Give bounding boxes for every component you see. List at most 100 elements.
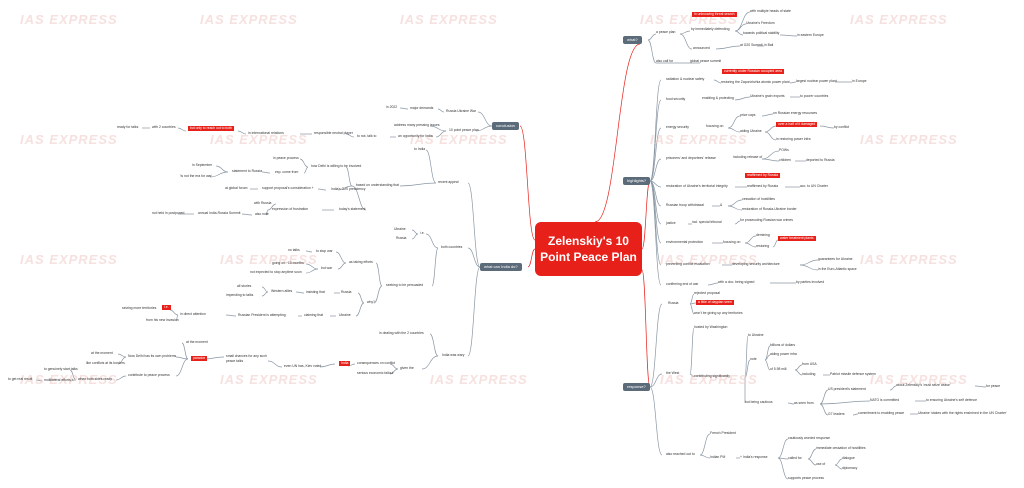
connector xyxy=(689,302,697,305)
node: diplomacy xyxy=(842,466,858,470)
node: a peace plan xyxy=(656,30,676,34)
node: India was wary xyxy=(442,353,465,357)
watermark: IAS EXPRESS xyxy=(400,12,498,27)
watermark: IAS EXPRESS xyxy=(20,372,118,387)
node: annual India-Russia Summit xyxy=(198,211,241,215)
node: 'is not the era for war' xyxy=(180,174,213,178)
branch-highlights[interactable]: highlights? xyxy=(623,177,651,185)
connector xyxy=(467,266,481,357)
watermark: IAS EXPRESS xyxy=(430,372,528,387)
node: serious economic fallout xyxy=(357,371,394,375)
node: given the xyxy=(400,366,414,370)
node: to poorer countries xyxy=(800,94,829,98)
node: when both sides ready xyxy=(78,377,112,381)
connector xyxy=(177,127,187,132)
node: by conflict xyxy=(834,125,850,129)
connector xyxy=(425,149,437,184)
connector xyxy=(241,213,253,216)
connector xyxy=(727,115,741,129)
node: also call for xyxy=(656,59,674,63)
connector xyxy=(519,125,536,241)
connector xyxy=(435,130,447,138)
connector xyxy=(649,180,662,225)
highlight-node: i.e. xyxy=(162,305,171,310)
connector xyxy=(261,171,271,174)
node: at the moment xyxy=(91,351,113,355)
connector xyxy=(175,358,189,377)
connector xyxy=(357,292,365,304)
node: by parties involved xyxy=(796,280,825,284)
connector xyxy=(807,458,817,466)
node: incl. special tribunal xyxy=(692,220,722,224)
node: Russia xyxy=(668,301,679,305)
node: to not, talk to xyxy=(357,134,377,138)
node: prisoners' and deportees' release xyxy=(666,156,716,160)
connector xyxy=(779,34,798,37)
connector xyxy=(215,165,229,173)
node: hosted by Washington xyxy=(694,325,728,329)
node: both countries xyxy=(441,245,463,249)
connector xyxy=(819,389,829,405)
connector xyxy=(305,268,319,274)
connector xyxy=(819,400,871,405)
node: with a doc. being signed xyxy=(718,280,755,284)
connector xyxy=(819,403,829,416)
node: Russian President is attempting xyxy=(238,313,286,317)
node: reaffirmed by Russia xyxy=(747,184,779,188)
node: by immediately defending xyxy=(691,27,730,31)
node: in eastern Europe xyxy=(797,33,824,37)
node: expression of frustration xyxy=(272,207,309,211)
node: no talks xyxy=(288,248,300,252)
connector xyxy=(699,433,711,456)
highlight-node: but only to reach out to both xyxy=(188,126,235,131)
node: + India's response xyxy=(740,455,768,459)
connector xyxy=(437,108,445,113)
connector xyxy=(819,125,835,129)
connector xyxy=(375,262,383,287)
connector xyxy=(527,248,536,268)
watermark: IAS EXPRESS xyxy=(870,372,968,387)
connector xyxy=(345,133,355,138)
node: announced xyxy=(693,46,710,50)
node: at G20 Summit xyxy=(740,43,763,47)
node: Western allies xyxy=(271,289,293,293)
node: but war xyxy=(321,266,333,270)
connector xyxy=(799,264,819,271)
node: at the moment xyxy=(186,340,208,344)
connector xyxy=(647,33,657,41)
node: in restoring power infra xyxy=(776,137,811,141)
node: impending to talks xyxy=(226,293,254,297)
connector xyxy=(744,235,757,244)
connector xyxy=(707,282,719,286)
connector xyxy=(777,438,789,459)
node: contributing significantly xyxy=(694,374,730,378)
branch-conclusion[interactable]: conclusion xyxy=(492,122,519,130)
connector xyxy=(115,375,127,381)
connector xyxy=(727,199,743,207)
node: to genuinely start talks xyxy=(44,367,78,371)
connector xyxy=(411,229,419,235)
connector xyxy=(117,353,127,358)
connector xyxy=(425,233,439,249)
connector xyxy=(764,359,771,371)
connector xyxy=(261,286,269,293)
node: Patriot missile defence system xyxy=(830,372,876,376)
watermark: IAS EXPRESS xyxy=(860,252,958,267)
node: note xyxy=(750,357,757,361)
node: demining xyxy=(756,233,770,237)
node: seizing more territories xyxy=(122,306,157,310)
connector xyxy=(373,285,383,304)
node: not expected to stop anytime soon xyxy=(250,270,302,274)
branch-what-can-india-do[interactable]: what can India do? xyxy=(480,263,522,271)
connector xyxy=(727,127,741,133)
connector xyxy=(889,385,897,391)
node: radiation & nuclear safety xyxy=(666,77,705,81)
node: focusing on xyxy=(723,240,741,244)
branch-response[interactable]: response? xyxy=(623,383,650,391)
node: restoration of Ukraine's territorial int… xyxy=(666,184,728,188)
connector xyxy=(169,309,179,316)
highlight-node: over a half of it damaged xyxy=(776,122,818,127)
branch-what[interactable]: what? xyxy=(623,36,642,44)
